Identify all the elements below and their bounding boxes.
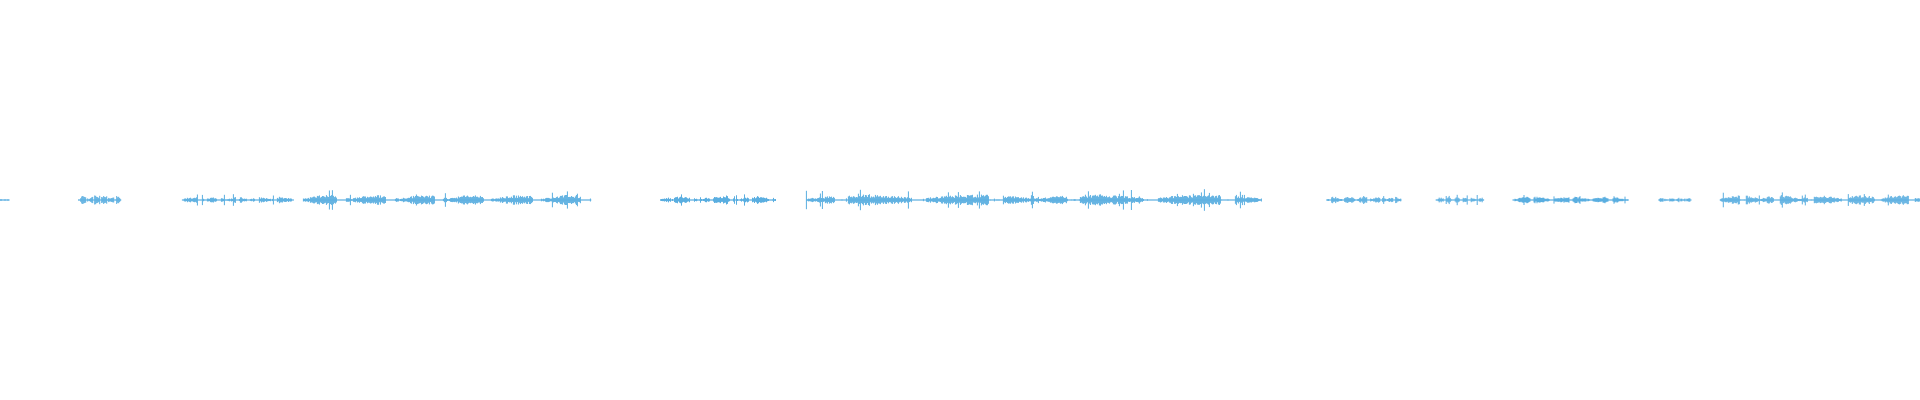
- waveform-bars: [0, 189, 1920, 211]
